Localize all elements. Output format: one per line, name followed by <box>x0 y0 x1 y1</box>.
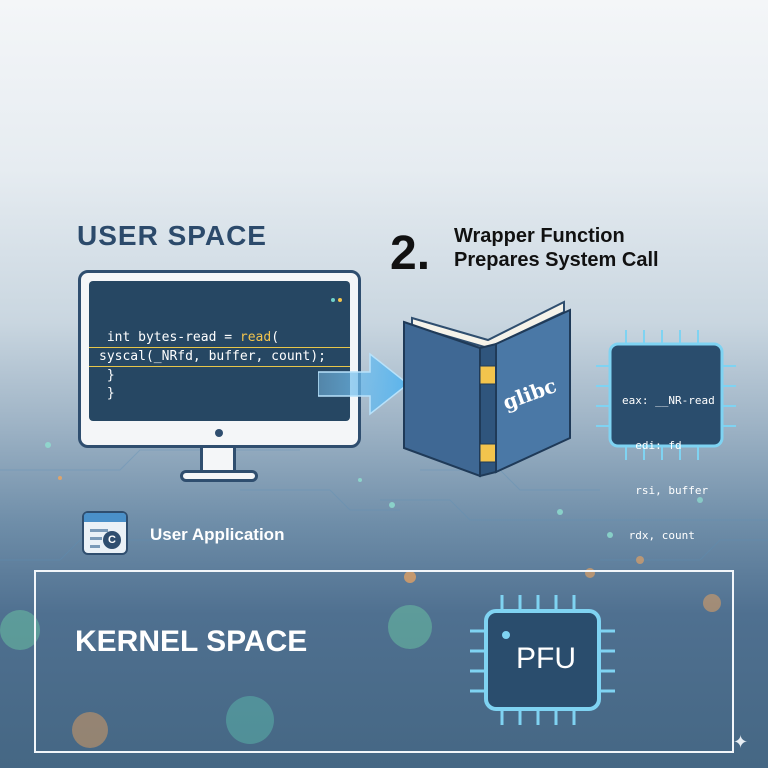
step-title: Wrapper Function Prepares System Call <box>454 224 659 272</box>
sparkle-icon: ✦ <box>733 732 749 752</box>
app-window-icon: C <box>82 511 128 555</box>
book-icon: glibc <box>403 300 571 478</box>
code-line-1-pre: int bytes-read = <box>99 330 240 345</box>
app-icon-letter: C <box>103 531 121 549</box>
user-space-title: USER SPACE <box>77 220 267 251</box>
kernel-space-title: KERNEL SPACE <box>75 625 308 658</box>
cpu-chip-icon <box>470 595 615 725</box>
step-number: 2. <box>390 227 431 280</box>
user-application-label: User Application <box>150 525 285 544</box>
arrow-right-icon <box>318 352 410 416</box>
chip-icon <box>596 330 736 460</box>
monitor-camera <box>215 429 223 437</box>
kernel-space-box <box>34 570 734 753</box>
monitor-stand-base <box>180 470 258 482</box>
monitor-screen: int bytes-read = read( syscal(_NRfd, buf… <box>89 281 350 421</box>
register-line-4: rdx, count <box>622 529 695 542</box>
step-title-line-2: Prepares System Call <box>454 249 659 271</box>
code-block: int bytes-read = read( syscal(_NRfd, buf… <box>89 329 350 403</box>
code-line-3: } <box>99 368 115 383</box>
monitor-icon: int bytes-read = read( syscal(_NRfd, buf… <box>78 270 361 448</box>
code-line-1-post: ( <box>271 330 280 345</box>
register-list: eax: __NR-read edi: fd rsi, buffer rdx, … <box>622 363 715 558</box>
code-line-4: } <box>99 386 115 401</box>
monitor-stand-neck <box>200 448 236 472</box>
register-line-2: edi: fd <box>622 439 682 452</box>
window-dots <box>328 289 342 307</box>
step-title-line-1: Wrapper Function <box>454 225 625 247</box>
code-line-2: syscal(_NRfd, buffer, count); <box>89 347 350 367</box>
register-line-3: rsi, buffer <box>622 484 709 497</box>
cpu-label: PFU <box>516 642 576 675</box>
register-line-1: eax: __NR-read <box>622 394 715 407</box>
code-line-1-fn: read <box>239 330 272 345</box>
